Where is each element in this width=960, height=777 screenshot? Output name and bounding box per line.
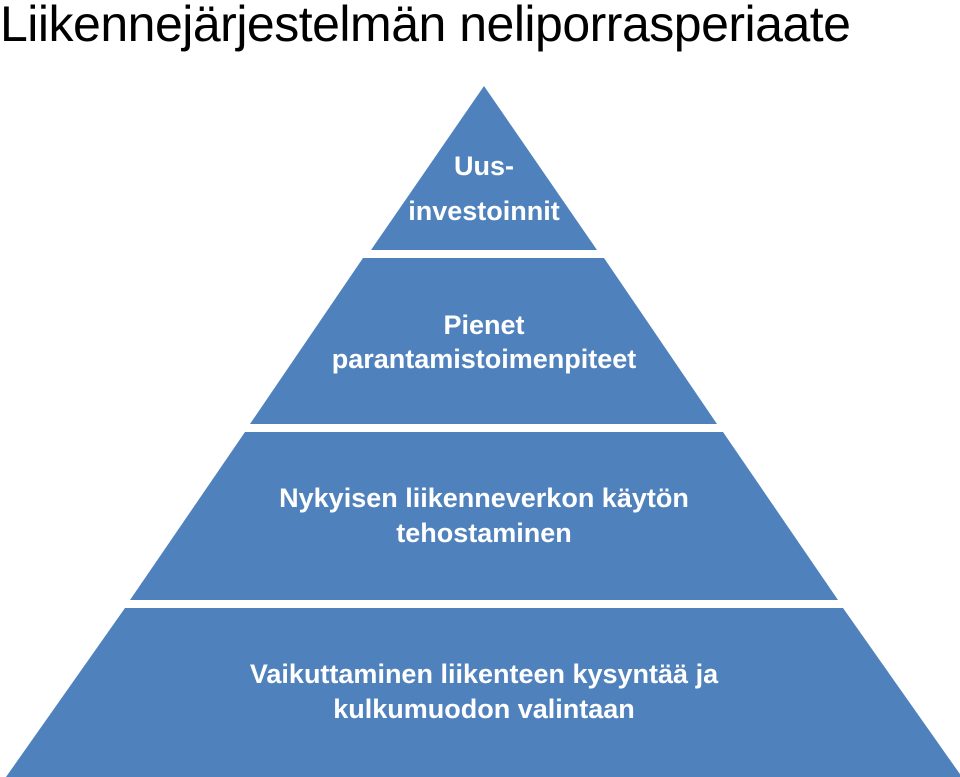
pyramid-tier-4: Vaikuttaminen liikenteen kysyntää ja kul… bbox=[6, 608, 960, 777]
pyramid-tier-4-line-2: kulkumuodon valintaan bbox=[333, 694, 635, 724]
pyramid-tier-3-shape bbox=[130, 432, 838, 600]
pyramid-tier-3: Nykyisen liikenneverkon käytön tehostami… bbox=[130, 432, 838, 600]
pyramid-tier-3-line-1: Nykyisen liikenneverkon käytön bbox=[279, 483, 689, 513]
pyramid-tier-1-line-1: Uus- bbox=[454, 151, 514, 181]
pyramid-tier-2-line-1: Pienet bbox=[443, 310, 524, 340]
pyramid-tier-2: Pienet parantamistoimenpiteet bbox=[250, 258, 717, 424]
pyramid-tier-1-shape bbox=[371, 86, 597, 250]
pyramid-tier-4-line-1: Vaikuttaminen liikenteen kysyntää ja bbox=[250, 659, 719, 689]
pyramid-tier-3-line-2: tehostaminen bbox=[396, 518, 572, 548]
pyramid-tier-2-line-2: parantamistoimenpiteet bbox=[332, 344, 637, 374]
page-title: Liikennejärjestelmän neliporrasperiaate bbox=[0, 0, 851, 52]
pyramid-tier-1-line-2: investoinnit bbox=[408, 196, 560, 226]
pyramid-tier-4-shape bbox=[6, 608, 960, 777]
pyramid-tier-1: Uus- investoinnit bbox=[371, 86, 597, 250]
pyramid-tier-2-shape bbox=[250, 258, 717, 424]
